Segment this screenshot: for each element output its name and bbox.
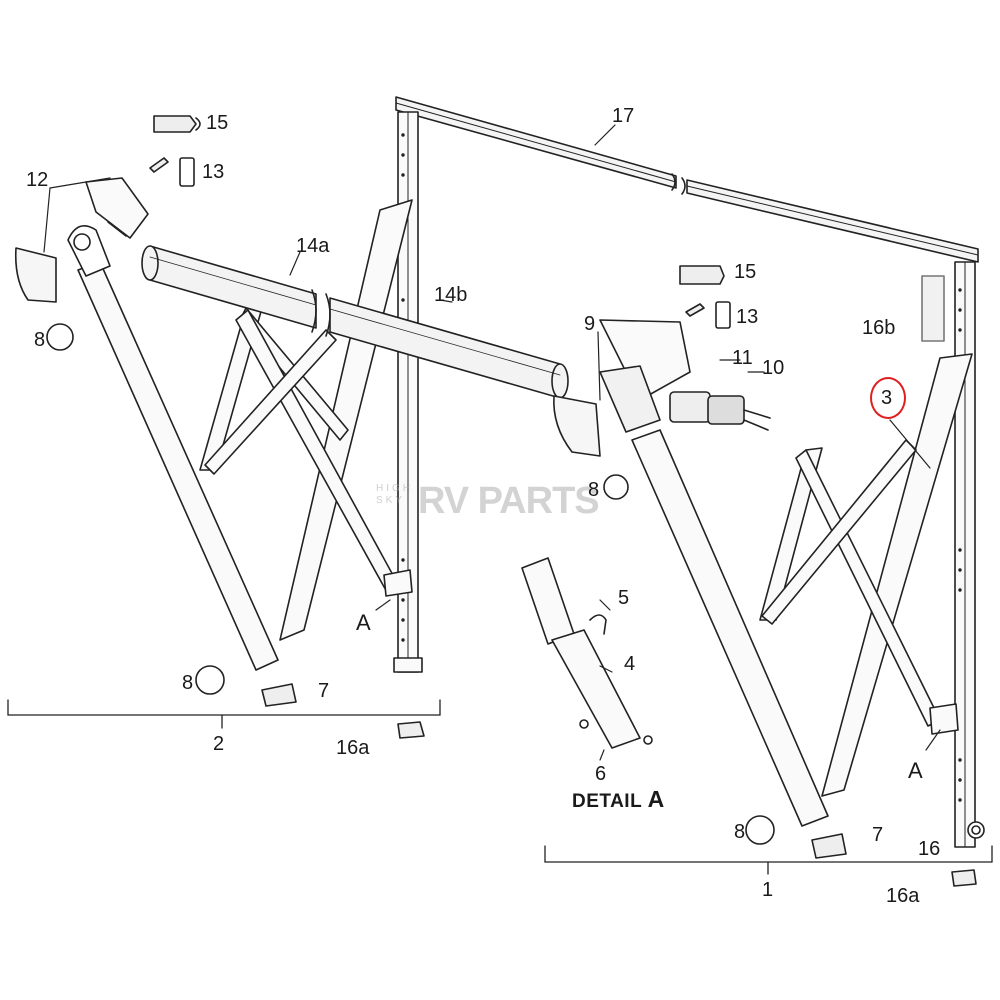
label-part-8-mid: 8	[588, 479, 600, 501]
label-part-8-left-bottom: 8	[182, 672, 194, 694]
label-part-5: 5	[618, 587, 630, 609]
label-detail-a-right: A	[908, 758, 923, 783]
label-part-10: 10	[762, 357, 785, 379]
label-part-6: 6	[595, 763, 607, 785]
label-part-13-right: 13	[736, 306, 759, 328]
right-arm-assembly	[553, 319, 973, 827]
label-part-4: 4	[624, 653, 636, 675]
watermark-text: RV PARTS	[418, 480, 600, 522]
label-part-16: 16	[918, 838, 941, 860]
label-part-14b: 14b	[434, 284, 468, 306]
label-part-14a: 14a	[296, 235, 330, 257]
label-part-1: 1	[762, 879, 774, 901]
label-part-17: 17	[612, 105, 635, 127]
highlight-circle-part-3	[870, 377, 906, 419]
label-part-8-right-bottom: 8	[734, 821, 746, 843]
label-part-16b: 16b	[862, 317, 896, 339]
feet-7-16a	[261, 683, 977, 887]
spring-gear-10-11	[669, 391, 771, 431]
label-part-9: 9	[584, 313, 596, 335]
label-part-3: 3	[881, 387, 893, 409]
right-rail-holes	[958, 288, 962, 802]
top-rail-17	[395, 96, 979, 263]
label-part-11: 11	[732, 347, 753, 369]
right-wall-rail	[921, 261, 985, 848]
label-part-7-left: 7	[318, 680, 330, 702]
label-part-16a-left: 16a	[336, 737, 370, 759]
label-detail-a-left: A	[356, 610, 371, 635]
label-part-16a-right: 16a	[886, 885, 920, 907]
label-part-12: 12	[26, 169, 49, 191]
detail-a-part	[521, 557, 653, 749]
left-hardware-15-13	[149, 115, 201, 187]
left-motor-head-12	[85, 177, 149, 239]
left-arm-assembly	[14, 199, 413, 671]
label-part-7-right: 7	[872, 824, 884, 846]
watermark-line2: SKY	[376, 495, 406, 506]
label-part-2: 2	[213, 733, 225, 755]
watermark-line1: HIGH	[376, 483, 413, 494]
label-part-15-right: 15	[734, 261, 757, 283]
label-part-15-left: 15	[206, 112, 229, 134]
right-hardware-15-13	[679, 265, 731, 329]
detail-a-caption: DETAIL A	[572, 786, 665, 812]
label-part-13-left: 13	[202, 161, 225, 183]
label-part-8-left-top: 8	[34, 329, 46, 351]
group-brackets	[7, 699, 993, 875]
end-caps-8	[46, 323, 775, 845]
detail-a-caption-letter: A	[647, 786, 665, 812]
leader-lines	[43, 124, 941, 761]
detail-a-caption-text: DETAIL	[572, 791, 642, 812]
